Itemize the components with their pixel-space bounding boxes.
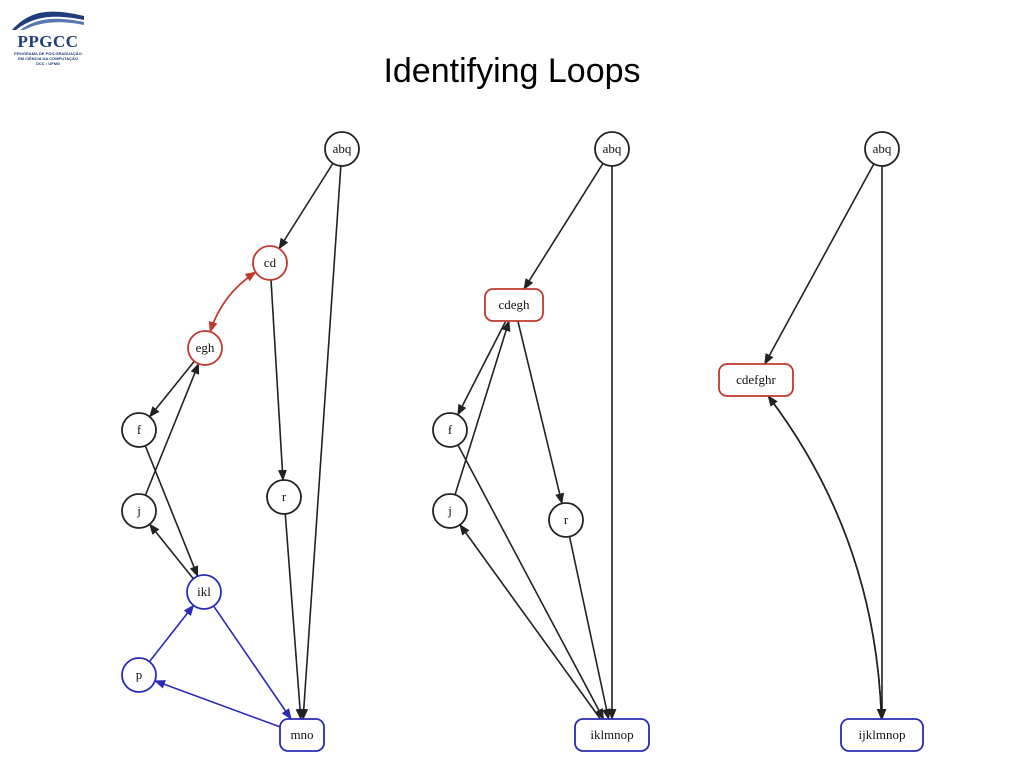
- slide-title: Identifying Loops: [383, 52, 641, 90]
- node-g1-egh: egh: [187, 330, 223, 366]
- edge-g2-iklmnop-to-j: [459, 523, 602, 720]
- logo-tagline: PROGRAMA DE PÓS-GRADUAÇÃO EM CIÊNCIA DA …: [6, 51, 90, 66]
- node-g2-cdegh: cdegh: [484, 288, 544, 322]
- node-g1-p: p: [121, 657, 157, 693]
- edge-g1-p-to-ikl: [148, 604, 195, 663]
- node-shape-g1-abq: [324, 131, 360, 167]
- node-g1-r: r: [266, 479, 302, 515]
- ppgcc-logo: PPGCC PROGRAMA DE PÓS-GRADUAÇÃO EM CIÊNC…: [6, 6, 90, 66]
- node-shape-g2-cdegh: [484, 288, 544, 322]
- edge-g2-cdegh-to-f: [457, 320, 507, 416]
- edge-g2-r-to-iklmnop: [568, 536, 611, 721]
- node-shape-g1-f: [121, 412, 157, 448]
- node-label-g2-abq: abq: [603, 141, 622, 156]
- edge-g1-cd-to-r: [270, 279, 287, 482]
- edge-g3-abq-to-cdefghr: [764, 163, 875, 365]
- edge-g1-j-to-egh: [144, 362, 200, 496]
- edge-g2-abq-to-cdegh: [523, 162, 604, 290]
- node-shape-g1-mno: [279, 718, 325, 752]
- edge-g1-egh-to-cd: [209, 271, 257, 333]
- node-label-g3-abq: abq: [873, 141, 892, 156]
- node-shape-g2-iklmnop: [574, 718, 650, 752]
- node-label-g1-ikl: ikl: [197, 584, 211, 599]
- edge-g3-ijklmnop-to-cdefghr: [767, 395, 883, 720]
- node-shape-g1-egh: [187, 330, 223, 366]
- node-label-g1-abq: abq: [333, 141, 352, 156]
- node-shape-g1-ikl: [186, 574, 222, 610]
- node-shape-g3-cdefghr: [718, 363, 794, 397]
- node-shape-g2-abq: [594, 131, 630, 167]
- node-label-g1-mno: mno: [290, 727, 313, 742]
- edge-g1-mno-to-p: [153, 680, 281, 728]
- node-label-g2-iklmnop: iklmnop: [590, 727, 633, 742]
- edge-g1-abq-to-mno: [299, 165, 342, 721]
- logo-tagline-line: PROGRAMA DE PÓS-GRADUAÇÃO: [14, 51, 82, 56]
- node-g2-j: j: [432, 493, 468, 529]
- edge-g1-ikl-to-mno: [212, 605, 292, 720]
- node-shape-g3-ijklmnop: [840, 718, 924, 752]
- edge-g1-cd-to-egh: [208, 271, 257, 333]
- node-g1-cd: cd: [252, 245, 288, 281]
- node-g3-cdefghr: cdefghr: [718, 363, 794, 397]
- edge-g2-cdegh-to-r: [517, 320, 564, 505]
- node-g2-r: r: [548, 502, 584, 538]
- node-shape-g1-j: [121, 493, 157, 529]
- node-label-g3-cdefghr: cdefghr: [736, 372, 776, 387]
- edge-g1-ikl-to-j: [148, 523, 194, 580]
- node-shape-g3-abq: [864, 131, 900, 167]
- node-label-g3-ijklmnop: ijklmnop: [859, 727, 906, 742]
- node-g1-abq: abq: [324, 131, 360, 167]
- logo-tagline-line: EM CIÊNCIA DA COMPUTAÇÃO: [17, 56, 79, 61]
- edge-g1-abq-to-cd: [278, 162, 334, 250]
- edge-g1-r-to-mno: [284, 513, 305, 721]
- logo-brand: PPGCC: [17, 32, 79, 51]
- node-shape-g2-r: [548, 502, 584, 538]
- node-label-g2-r: r: [564, 512, 569, 527]
- node-g1-mno: mno: [279, 718, 325, 752]
- logo-roof-icon: [12, 11, 84, 30]
- node-g1-ikl: ikl: [186, 574, 222, 610]
- edge-g3-cdefghr-to-ijklmnop: [767, 395, 886, 721]
- node-label-g1-j: j: [136, 503, 141, 518]
- edge-g2-f-to-iklmnop: [457, 444, 605, 720]
- node-label-g1-cd: cd: [264, 255, 277, 270]
- edge-g1-egh-to-f: [148, 360, 195, 418]
- node-label-g2-j: j: [447, 503, 452, 518]
- node-label-g1-p: p: [136, 667, 143, 682]
- node-label-g1-r: r: [282, 489, 287, 504]
- edge-g1-f-to-ikl: [144, 445, 199, 578]
- node-label-g2-f: f: [448, 422, 453, 437]
- logo-tagline-line: DCC • UFMG: [35, 61, 61, 66]
- node-g2-abq: abq: [594, 131, 630, 167]
- node-g2-iklmnop: iklmnop: [574, 718, 650, 752]
- node-label-g1-f: f: [137, 422, 142, 437]
- node-shape-g2-j: [432, 493, 468, 529]
- node-shape-g2-f: [432, 412, 468, 448]
- node-shape-g1-cd: [252, 245, 288, 281]
- node-label-g2-cdegh: cdegh: [498, 297, 530, 312]
- node-shape-g1-p: [121, 657, 157, 693]
- node-shape-g1-r: [266, 479, 302, 515]
- node-g2-f: f: [432, 412, 468, 448]
- node-g3-ijklmnop: ijklmnop: [840, 718, 924, 752]
- node-g1-j: j: [121, 493, 157, 529]
- edge-g2-j-to-cdegh: [454, 319, 511, 496]
- node-g3-abq: abq: [864, 131, 900, 167]
- node-label-g1-egh: egh: [196, 340, 215, 355]
- node-g1-f: f: [121, 412, 157, 448]
